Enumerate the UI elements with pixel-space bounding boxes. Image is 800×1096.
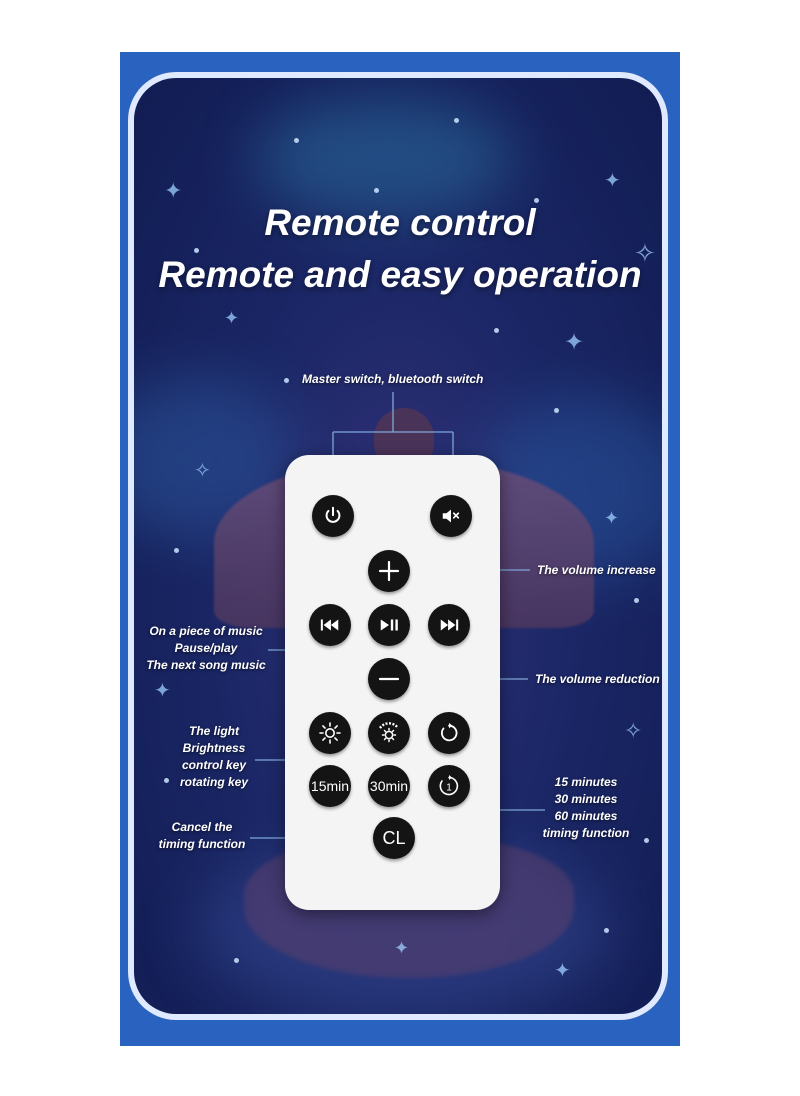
label-music-line-2: Pause/play <box>174 641 238 655</box>
next-button[interactable] <box>428 604 470 646</box>
star-dot <box>554 408 559 413</box>
label-timer-line-1: 15 minutes <box>554 775 618 789</box>
star-dot <box>194 248 199 253</box>
label-timer-line-3: 60 minutes <box>554 809 618 823</box>
cancel-timer-label: CL <box>382 827 406 848</box>
star-icon: ✧ <box>634 238 656 268</box>
previous-track-icon <box>320 619 339 631</box>
label-light-line-2: Brightness <box>182 741 246 755</box>
label-cancel-line-1: Cancel the <box>171 820 233 834</box>
label-light: The light Brightness control key rotatin… <box>166 723 262 791</box>
star-icon: ✦ <box>604 170 621 192</box>
star-dot <box>634 598 639 603</box>
label-music-line-1: On a piece of music <box>149 624 263 638</box>
power-icon <box>325 506 341 523</box>
mute-button[interactable] <box>430 495 472 537</box>
star-dot <box>294 138 299 143</box>
timer-30min-label: 30min <box>369 778 409 794</box>
star-icon: ✦ <box>164 178 183 203</box>
label-timer-line-2: 30 minutes <box>554 792 618 806</box>
label-light-line-4: rotating key <box>179 775 248 789</box>
play-pause-icon <box>380 619 398 631</box>
timer-cycle-number: 1 <box>446 783 452 794</box>
next-track-icon <box>440 619 459 631</box>
minus-icon <box>378 677 400 681</box>
star-icon: ✧ <box>624 718 643 743</box>
brightness-button[interactable] <box>368 712 410 754</box>
cycle-timer-icon: 1 <box>439 775 459 796</box>
timer-15min-button[interactable]: 15min <box>309 765 351 807</box>
star-icon: ✦ <box>564 329 585 356</box>
star-icon: ✦ <box>394 938 410 958</box>
star-dot <box>494 328 499 333</box>
label-master-switch: Master switch, bluetooth switch <box>302 372 484 386</box>
star-icon: ✦ <box>154 680 171 702</box>
label-volume-reduction: The volume reduction <box>535 672 660 686</box>
timer-15min-label: 15min <box>310 778 350 794</box>
cancel-timer-button[interactable]: CL <box>373 817 415 859</box>
star-icon: ✦ <box>224 308 240 328</box>
star-dot <box>644 838 649 843</box>
timer-30min-button[interactable]: 30min <box>368 765 410 807</box>
star-dot <box>454 118 459 123</box>
power-button[interactable] <box>312 495 354 537</box>
star-dot <box>234 958 239 963</box>
star-icon: ✦ <box>604 508 620 528</box>
star-icon: ✧ <box>194 460 211 482</box>
volume-down-button[interactable] <box>368 658 410 700</box>
plus-icon <box>378 560 400 582</box>
light-button[interactable] <box>309 712 351 754</box>
label-timer: 15 minutes 30 minutes 60 minutes timing … <box>532 774 640 842</box>
speaker-mute-icon <box>442 509 460 523</box>
star-dot <box>164 778 169 783</box>
label-cancel-line-2: timing function <box>158 837 246 851</box>
sun-icon <box>319 722 341 744</box>
rotate-button[interactable] <box>428 712 470 754</box>
timer-cycle-button[interactable]: 1 <box>428 765 470 807</box>
label-timer-line-4: timing function <box>542 826 630 840</box>
heading-line-1: Remote control <box>264 202 536 243</box>
label-volume-increase: The volume increase <box>537 563 656 577</box>
star-dot <box>174 548 179 553</box>
star-dot <box>284 378 289 383</box>
previous-button[interactable] <box>309 604 351 646</box>
label-music-line-3: The next song music <box>146 658 266 672</box>
volume-up-button[interactable] <box>368 550 410 592</box>
star-dot <box>534 198 539 203</box>
play-pause-button[interactable] <box>368 604 410 646</box>
star-dot <box>374 188 379 193</box>
star-icon: ✦ <box>554 960 571 982</box>
label-music: On a piece of music Pause/play The next … <box>146 623 266 674</box>
rotate-icon <box>440 722 458 742</box>
label-light-line-1: The light <box>189 724 239 738</box>
label-light-line-3: control key <box>181 758 247 772</box>
star-dot <box>604 928 609 933</box>
heading-line-2: Remote and easy operation <box>158 254 642 295</box>
glow <box>254 98 514 218</box>
label-cancel: Cancel the timing function <box>150 819 254 853</box>
brightness-icon <box>379 722 399 743</box>
